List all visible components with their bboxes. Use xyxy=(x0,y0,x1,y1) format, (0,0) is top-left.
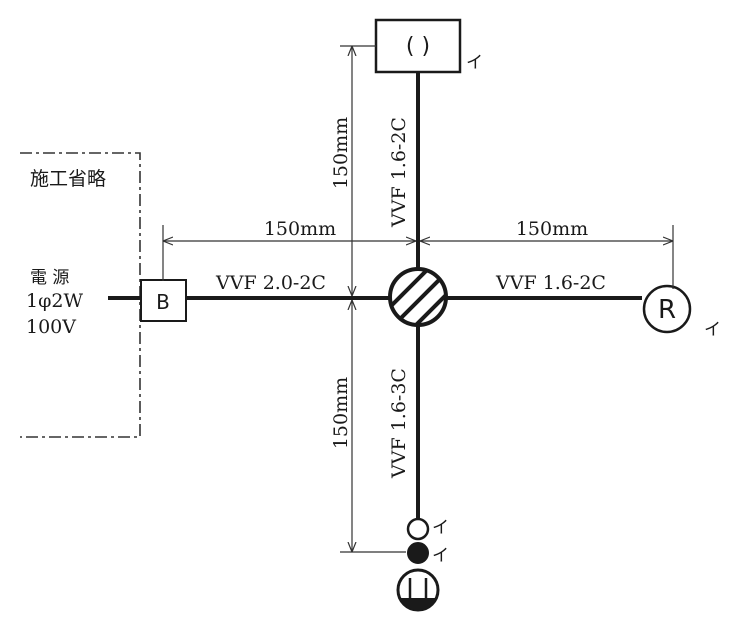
receptacle-light: R xyxy=(642,284,692,334)
switch-symbol xyxy=(406,517,430,541)
power-source-title: 電 源 xyxy=(30,268,69,288)
joint-box xyxy=(388,267,448,327)
dimension-left-label: 150mm xyxy=(264,218,336,240)
cable-left-label: VVF 2.0-2C xyxy=(215,272,326,294)
outlet-symbol xyxy=(396,568,440,612)
power-source-phase: 1φ2W xyxy=(26,290,83,312)
breaker-symbol: B xyxy=(156,290,170,314)
receptacle-light-symbol: R xyxy=(658,295,676,325)
omitted-area-label: 施工省略 xyxy=(30,168,106,190)
dimension-lines xyxy=(162,45,674,553)
ceiling-light: ( ) xyxy=(374,18,462,74)
breaker-box xyxy=(140,279,187,322)
ceiling-light-switch-ref: イ xyxy=(466,53,483,73)
cable-bottom-label: VVF 1.6-3C xyxy=(388,368,410,479)
pilot-lamp-symbol xyxy=(407,542,429,564)
power-source-voltage: 100V xyxy=(26,316,76,338)
cable-top-label: VVF 1.6-2C xyxy=(388,117,410,228)
dimension-bottom-label: 150mm xyxy=(330,377,352,449)
power-source-label: 電 源 1φ2W 100V xyxy=(26,268,83,338)
pilot-lamp-ref: イ xyxy=(432,546,449,566)
switch-ref: イ xyxy=(432,518,449,538)
dimension-top-label: 150mm xyxy=(330,117,352,189)
dimension-right-label: 150mm xyxy=(516,218,588,240)
cable-right-label: VVF 1.6-2C xyxy=(495,272,606,294)
ceiling-light-symbol: ( ) xyxy=(406,34,430,59)
receptacle-light-switch-ref: イ xyxy=(704,320,721,340)
wires xyxy=(108,72,642,519)
